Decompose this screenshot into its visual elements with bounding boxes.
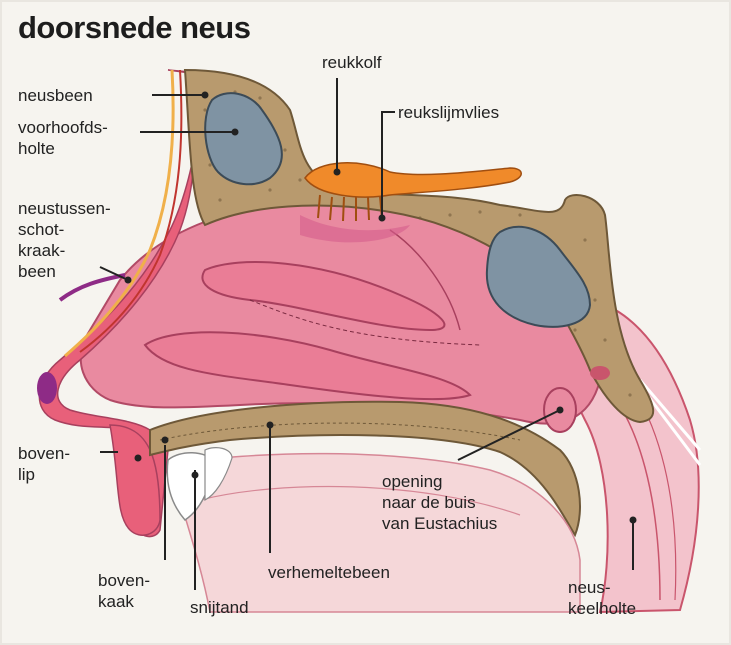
diagram-title: doorsnede neus: [18, 10, 250, 46]
label-bovenlip: boven- lip: [18, 443, 70, 485]
label-snijtand: snijtand: [190, 597, 249, 618]
label-voorhoofdsholte: voorhoofds- holte: [18, 117, 108, 159]
label-reukslijmvlies: reukslijmvlies: [398, 102, 499, 123]
label-opening-eustachius: opening naar de buis van Eustachius: [382, 471, 497, 534]
label-neusbeen: neusbeen: [18, 85, 93, 106]
label-neustussenschot: neustussen- schot- kraak- been: [18, 198, 111, 282]
label-bovenkaak: boven- kaak: [98, 570, 150, 612]
oral-cavity: [170, 454, 580, 612]
label-verhemeltebeen: verhemeltebeen: [268, 562, 390, 583]
label-reukkolf: reukkolf: [322, 52, 382, 73]
nostril: [37, 372, 57, 404]
label-neuskeelholte: neus- keelholte: [568, 577, 636, 619]
